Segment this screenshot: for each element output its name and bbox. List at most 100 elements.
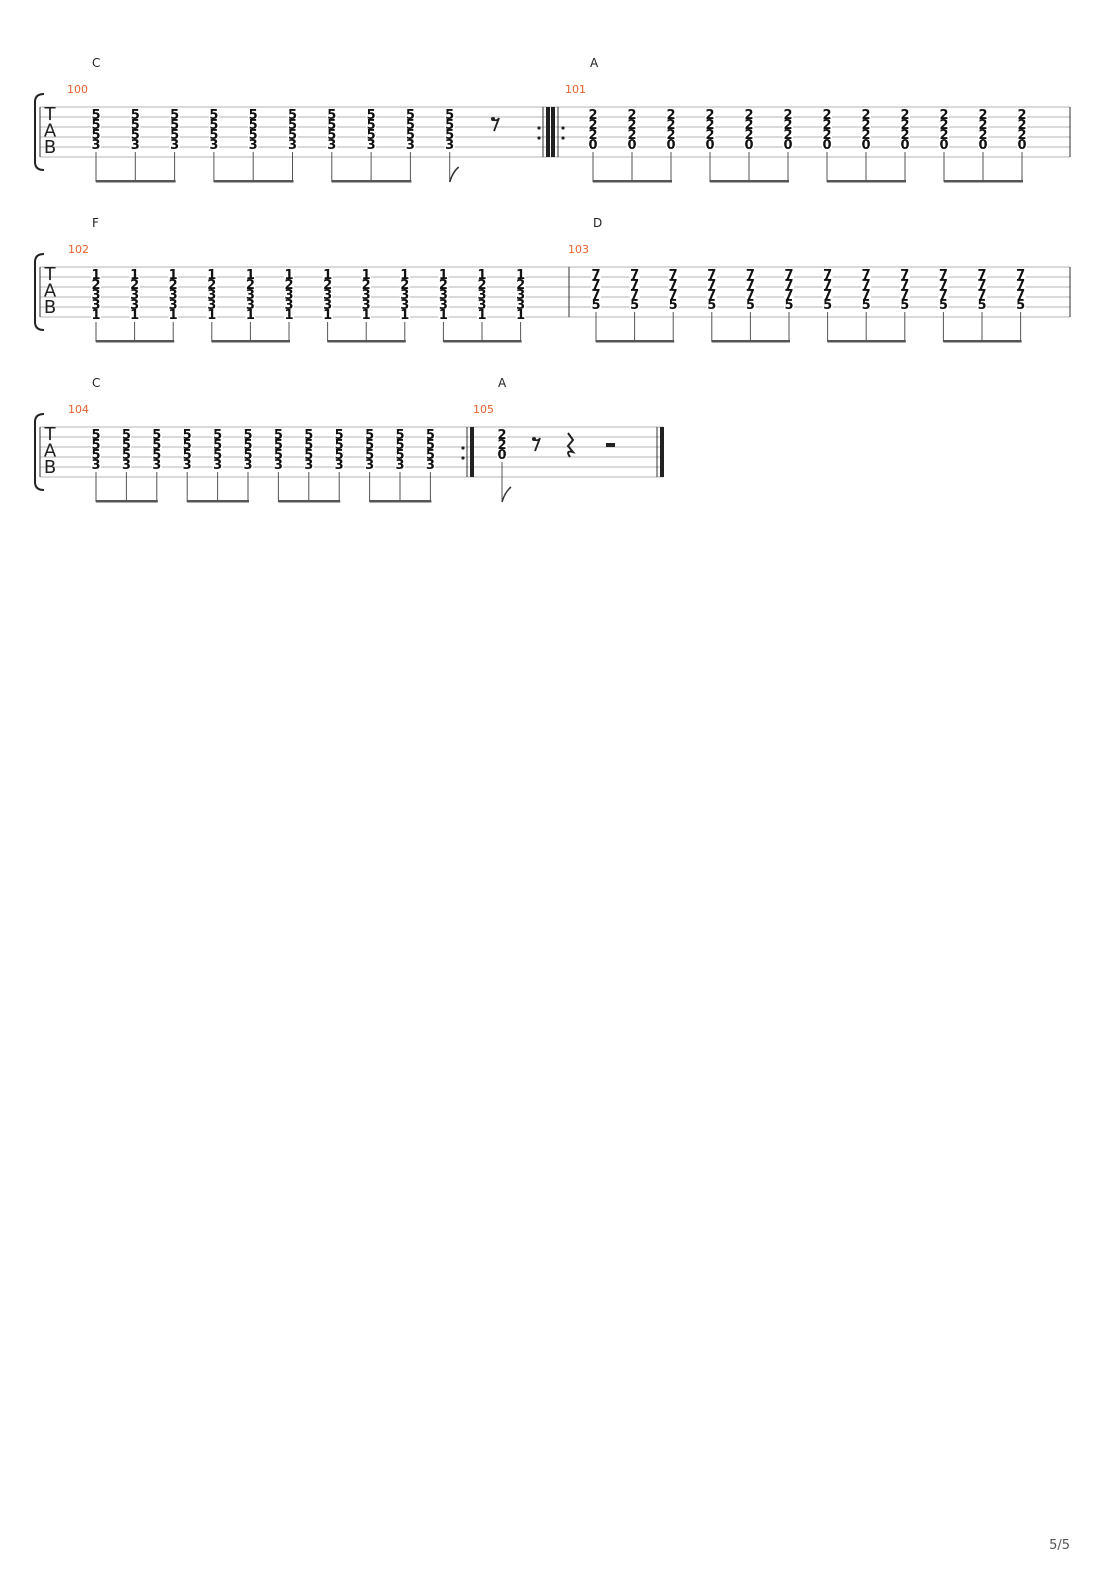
- fret-backing: [515, 299, 526, 309]
- fret-backing: [326, 139, 337, 149]
- fret-backing: [977, 269, 987, 279]
- fret-backing: [705, 109, 715, 119]
- fret-number: 3: [91, 458, 100, 473]
- fret-number: 7: [591, 278, 600, 293]
- fret-backing: [91, 139, 101, 149]
- fret-number: 3: [249, 138, 258, 153]
- fret-number: 1: [91, 268, 100, 283]
- fret-backing: [361, 289, 372, 299]
- fret-backing: [326, 119, 337, 129]
- fret-backing: [364, 459, 375, 469]
- fret-number: 3: [400, 298, 409, 313]
- fret-number: 3: [304, 458, 313, 473]
- fret-backing: [438, 269, 449, 279]
- fret-number: 5: [365, 428, 374, 443]
- fret-number: 5: [183, 438, 192, 453]
- fret-number: 0: [627, 138, 636, 153]
- measure-number: 105: [473, 403, 494, 416]
- beam: [710, 180, 789, 183]
- fret-backing: [129, 279, 140, 289]
- fret-backing: [668, 299, 679, 309]
- fret-backing: [206, 299, 217, 309]
- tab-clef-letter: T: [44, 264, 57, 285]
- fret-backing: [208, 109, 219, 119]
- fret-number: 2: [627, 128, 636, 143]
- fret-number: 3: [213, 458, 222, 473]
- fret-number: 1: [516, 308, 525, 323]
- fret-number: 7: [784, 278, 793, 293]
- tab-clef-letter: T: [44, 104, 57, 125]
- fret-number: 2: [978, 128, 987, 143]
- fret-backing: [477, 279, 487, 289]
- fret-number: 2: [1017, 118, 1026, 133]
- fret-number: 5: [152, 428, 161, 443]
- fret-backing: [900, 119, 910, 129]
- fret-backing: [861, 299, 872, 309]
- fret-number: 1: [400, 308, 409, 323]
- fret-number: 5: [243, 448, 252, 463]
- fret-backing: [303, 439, 314, 449]
- fret-backing: [91, 119, 101, 129]
- beam: [944, 180, 1023, 183]
- beam: [596, 340, 675, 343]
- fret-number: 7: [977, 268, 986, 283]
- fret-backing: [444, 109, 455, 119]
- fret-backing: [91, 129, 101, 139]
- fret-backing: [206, 279, 217, 289]
- fret-backing: [629, 299, 640, 309]
- fret-number: 3: [323, 288, 332, 303]
- fret-number: 7: [591, 288, 600, 303]
- fret-number: 3: [274, 458, 283, 473]
- fret-backing: [245, 269, 256, 279]
- fret-number: 5: [395, 438, 404, 453]
- fret-backing: [182, 449, 193, 459]
- fret-number: 2: [900, 118, 909, 133]
- tab-clef-letter: A: [44, 281, 57, 302]
- fret-number: 7: [823, 278, 832, 293]
- repeat-dot: [537, 126, 541, 130]
- fret-backing: [129, 269, 140, 279]
- fret-backing: [322, 309, 333, 319]
- fret-backing: [334, 429, 345, 439]
- fret-number: 3: [246, 288, 255, 303]
- fret-backing: [273, 459, 284, 469]
- fret-number: 3: [284, 288, 293, 303]
- thick-barline: [470, 427, 474, 477]
- fret-number: 2: [822, 118, 831, 133]
- fret-backing: [248, 109, 259, 119]
- fret-backing: [91, 269, 101, 279]
- fret-backing: [399, 299, 410, 309]
- quarter-rest: [566, 432, 576, 458]
- fret-number: 5: [327, 118, 336, 133]
- fret-number: 3: [439, 288, 448, 303]
- fret-backing: [287, 109, 298, 119]
- fret-backing: [91, 289, 101, 299]
- fret-number: 2: [169, 278, 178, 293]
- fret-backing: [395, 439, 405, 449]
- fret-number: 5: [669, 298, 678, 313]
- fret-number: 5: [367, 128, 376, 143]
- fret-number: 7: [784, 288, 793, 303]
- fret-number: 7: [1016, 278, 1025, 293]
- fret-backing: [248, 129, 259, 139]
- fret-number: 1: [91, 308, 100, 323]
- fret-number: 5: [122, 428, 131, 443]
- fret-number: 5: [707, 298, 716, 313]
- fret-backing: [245, 279, 256, 289]
- fret-backing: [322, 269, 333, 279]
- fret-number: 1: [362, 308, 371, 323]
- fret-backing: [130, 129, 141, 139]
- fret-backing: [287, 119, 298, 129]
- fret-number: 5: [131, 128, 140, 143]
- fret-number: 5: [304, 428, 313, 443]
- fret-number: 7: [823, 268, 832, 283]
- fret-backing: [861, 109, 871, 119]
- fret-number: 1: [130, 268, 139, 283]
- fret-number: 1: [439, 308, 448, 323]
- fret-backing: [588, 139, 598, 149]
- fret-backing: [668, 279, 679, 289]
- fret-backing: [130, 139, 141, 149]
- fret-number: 0: [978, 138, 987, 153]
- chord-name: C: [92, 56, 100, 70]
- fret-number: 5: [274, 438, 283, 453]
